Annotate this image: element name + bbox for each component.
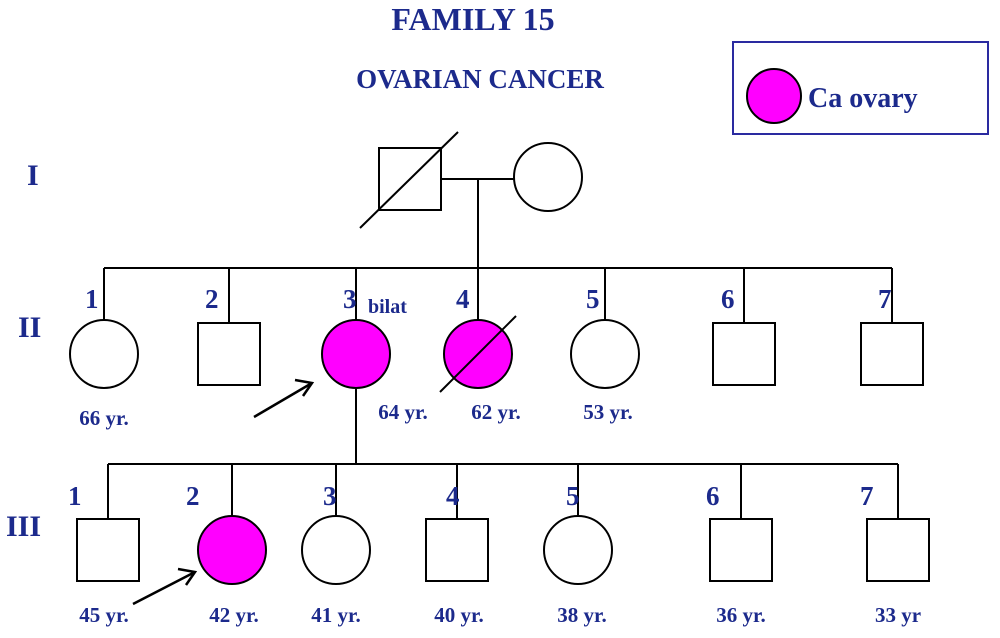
gen3-individual-1-male [76,518,140,582]
gen3-number-5: 5 [566,481,580,511]
gen3-individuals: 1 45 yr. 2 42 yr. 3 41 yr. 4 40 yr. 5 38 yr. 6 36 y… [68,481,930,627]
gen3-age-7: 33 yr [875,603,921,627]
legend-affected-symbol [746,68,802,124]
gen2-number-2: 2 [205,284,219,314]
gen3-number-6: 6 [706,481,720,511]
gen3-age-4: 40 yr. [434,603,483,627]
gen3-number-7: 7 [860,481,874,511]
gen3-age-1: 45 yr. [79,603,128,627]
gen2-note-3: bilat [368,296,407,318]
gen2-age-5: 53 yr. [583,400,632,424]
gen3-age-2: 42 yr. [209,603,258,627]
gen3-individual-6-male [709,518,773,582]
gen2-number-7: 7 [878,284,892,314]
gen2-number-5: 5 [586,284,600,314]
gen2-number-1: 1 [85,284,99,314]
gen3-individual-4-male [425,518,489,582]
gen2-age-4: 62 yr. [471,400,520,424]
proband-arrow-gen2 [253,378,315,419]
gen2-deceased-slash-4 [439,315,517,393]
gen2-number-6: 6 [721,284,735,314]
gen2-individual-5-female [570,319,640,389]
gen2-individual-3-female [321,319,391,389]
gen2-drop-lines [103,268,893,323]
gen2-number-4: 4 [456,284,470,314]
gen3-number-1: 1 [68,481,82,511]
gen2-age-1: 66 yr. [79,406,128,430]
gen3-age-6: 36 yr. [716,603,765,627]
gen3-number-2: 2 [186,481,200,511]
gen3-drop-lines [107,464,899,519]
gen1-mother [513,142,583,212]
gen2-individual-2-male [197,322,261,386]
proband-arrow-gen3 [132,567,198,606]
gen3-age-5: 38 yr. [557,603,606,627]
generation-label-i: I [27,159,39,192]
gen2-individual-1-female [69,319,139,389]
gen3-individual-2-female [197,515,267,585]
gen2-individual-7-male [860,322,924,386]
chart-title: FAMILY 15 [391,1,554,37]
gen2-number-3: 3 [343,284,357,314]
gen3-number-3: 3 [323,481,337,511]
gen3-number-4: 4 [446,481,460,511]
gen2-age-3: 64 yr. [378,400,427,424]
gen2-individual-6-male [712,322,776,386]
legend-label: Ca ovary [808,83,918,114]
legend: Ca ovary [732,41,989,135]
gen1-father [359,131,459,229]
deceased-slash [359,131,459,229]
gen3-age-3: 41 yr. [311,603,360,627]
gen3-individual-3-female [301,515,371,585]
generation-label-ii: II [18,311,41,344]
chart-subtitle: OVARIAN CANCER [356,64,604,94]
gen3-individual-5-female [543,515,613,585]
generation-label-iii: III [6,510,41,543]
gen2-individuals: 1 66 yr. 2 3 64 yr. bilat 4 62 yr. 5 53 yr. 6 7 [69,284,924,430]
gen3-individual-7-male [866,518,930,582]
